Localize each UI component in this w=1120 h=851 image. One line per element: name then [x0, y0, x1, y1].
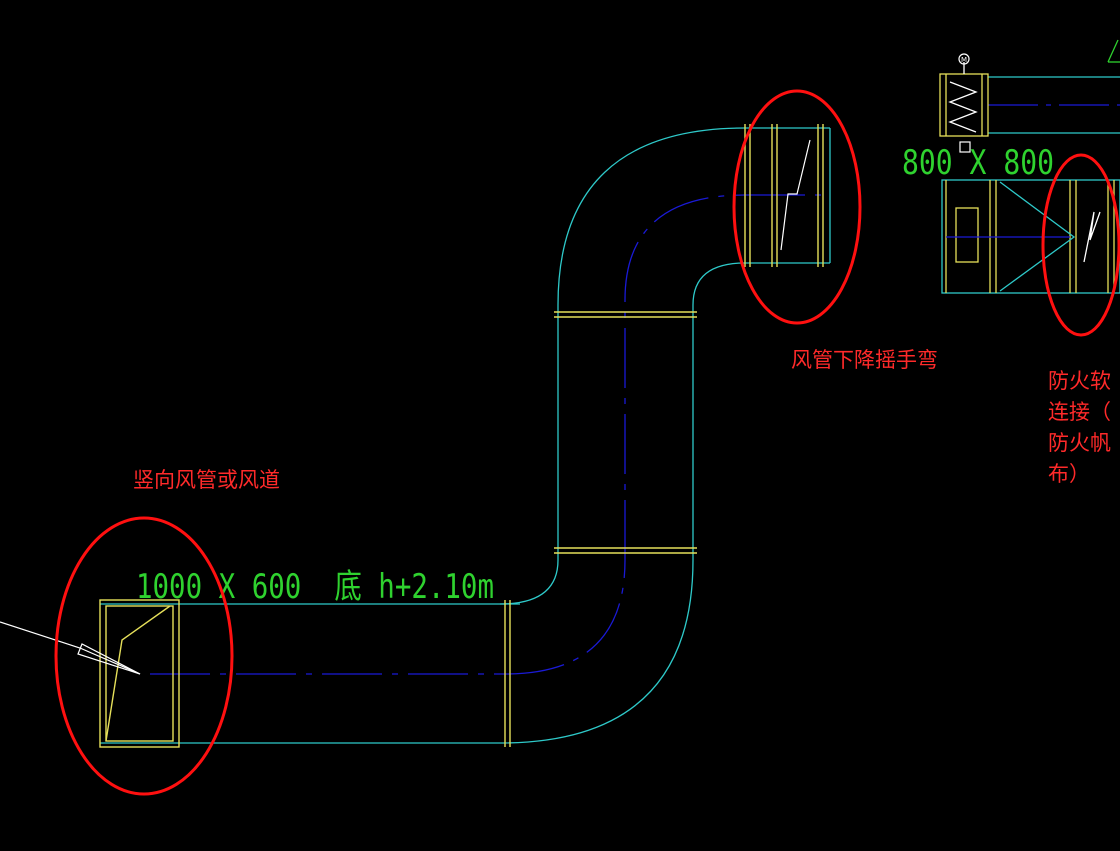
- vertical-duct-annotation: 竖向风管或风道: [133, 468, 280, 492]
- fire-flex-line-3: 防火帆: [1048, 431, 1111, 455]
- silencer-box: [939, 62, 989, 137]
- highlight-elbow: [732, 89, 862, 325]
- fire-flex-line-1: 防火软: [1048, 369, 1111, 393]
- vertical-duct-shaft: [99, 599, 180, 748]
- upper-duct-dimension-label: 800 X 800: [902, 143, 1054, 183]
- valve-symbol-text: M: [961, 56, 967, 64]
- fire-flex-unit: [941, 179, 1120, 294]
- duct-centerline: [150, 194, 830, 675]
- highlight-ellipses: [54, 89, 1120, 796]
- fire-flex-line-2: 连接（: [1048, 400, 1111, 424]
- highlight-fire-flex: [1041, 153, 1120, 337]
- duct-flanges: [504, 124, 824, 747]
- fire-flex-line-4: 布）: [1048, 462, 1090, 486]
- sensor-box: [959, 141, 971, 153]
- valve-actuator-symbol: M: [958, 53, 970, 65]
- fire-flex-annotation: 防火软 连接（ 防火帆 布）: [1048, 366, 1120, 490]
- leader-arrow: [0, 621, 141, 675]
- duct-outline: [100, 127, 831, 744]
- damper-symbol: [780, 139, 811, 251]
- upper-duct: [988, 39, 1120, 134]
- highlight-vertical-duct: [54, 516, 234, 796]
- elbow-annotation: 风管下降摇手弯: [791, 348, 938, 372]
- main-duct-dimension-label: 1000 X 600 底 h+2.10m: [136, 567, 494, 607]
